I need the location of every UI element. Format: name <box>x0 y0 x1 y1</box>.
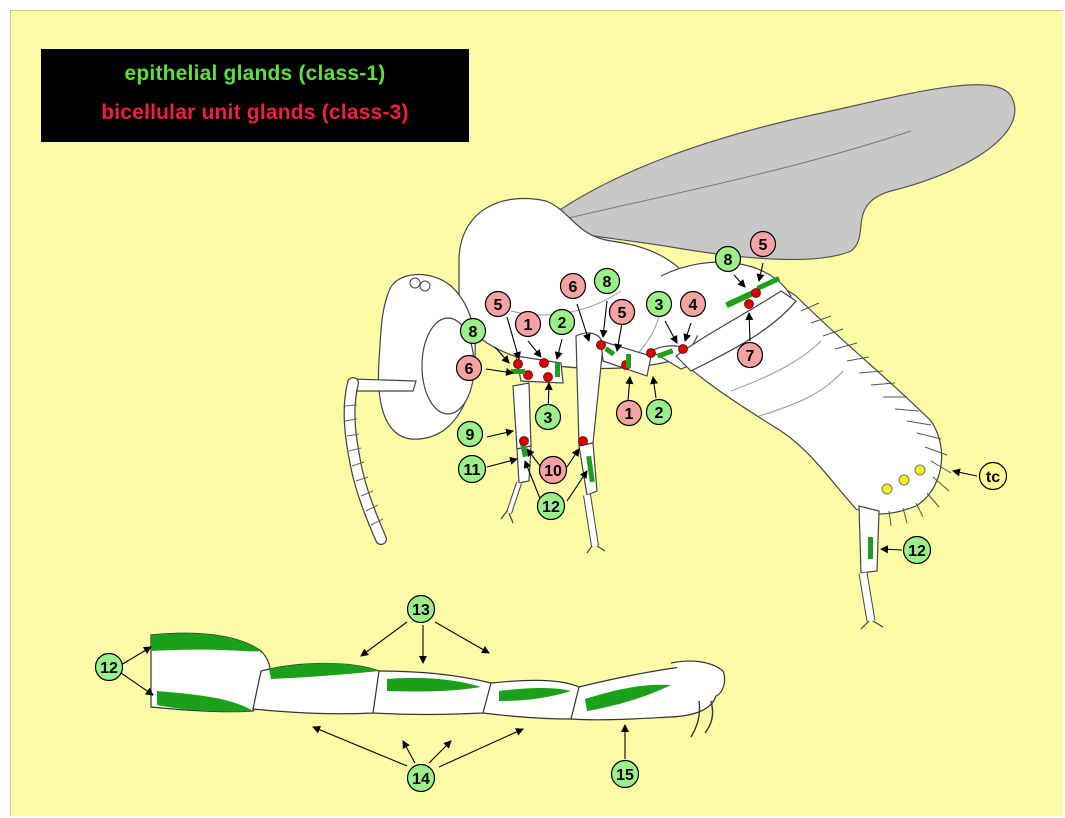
label-tarsus-12: 12 <box>96 654 123 681</box>
svg-text:5: 5 <box>759 237 768 254</box>
label-fl-2: 2 <box>550 310 575 335</box>
svg-text:10: 10 <box>544 463 562 480</box>
label-hl-8: 8 <box>716 247 741 272</box>
svg-text:13: 13 <box>412 602 430 619</box>
insect-diagram: 8 6 9 11 5 1 2 3 <box>11 11 1063 816</box>
svg-text:2: 2 <box>558 315 567 332</box>
label-ml-6: 6 <box>561 274 586 299</box>
label-tarsus-14: 14 <box>408 765 435 792</box>
svg-text:12: 12 <box>100 660 118 677</box>
label-ml-2: 2 <box>647 400 672 425</box>
label-head-5: 5 <box>486 292 511 317</box>
label-fl-12: 12 <box>538 493 565 520</box>
label-hl-4: 4 <box>681 292 706 317</box>
svg-text:14: 14 <box>412 771 430 788</box>
svg-text:4: 4 <box>689 297 698 314</box>
svg-text:9: 9 <box>466 427 475 444</box>
svg-text:8: 8 <box>469 324 478 341</box>
svg-text:3: 3 <box>655 297 664 314</box>
label-ml-1: 1 <box>617 401 642 426</box>
tarsus-enlarged <box>151 633 725 737</box>
label-fl-3: 3 <box>536 405 561 430</box>
label-head-6: 6 <box>457 356 482 381</box>
label-hl-12: 12 <box>904 537 931 564</box>
svg-text:1: 1 <box>625 406 634 423</box>
svg-text:5: 5 <box>494 297 503 314</box>
label-ml-8: 8 <box>595 269 620 294</box>
label-tarsus-13: 13 <box>408 596 435 623</box>
svg-text:6: 6 <box>465 361 474 378</box>
svg-text:12: 12 <box>908 543 926 560</box>
svg-text:1: 1 <box>524 317 533 334</box>
svg-text:12: 12 <box>542 499 560 516</box>
wing <box>541 85 1015 260</box>
label-ml-5: 5 <box>610 300 635 325</box>
label-hl-3: 3 <box>647 292 672 317</box>
head <box>345 275 475 539</box>
svg-text:5: 5 <box>618 305 627 322</box>
label-head-8: 8 <box>461 319 486 344</box>
label-fl-10: 10 <box>540 457 567 484</box>
label-hl-7: 7 <box>738 343 763 368</box>
svg-text:15: 15 <box>616 767 634 784</box>
label-hl-5: 5 <box>751 232 776 257</box>
svg-text:2: 2 <box>655 405 664 422</box>
diagram-canvas: epithelial glands (class-1) bicellular u… <box>10 10 1063 816</box>
label-head-9: 9 <box>458 422 483 447</box>
svg-text:8: 8 <box>724 252 733 269</box>
svg-text:11: 11 <box>464 462 481 479</box>
svg-text:3: 3 <box>544 410 553 427</box>
svg-text:tc: tc <box>986 469 1000 486</box>
svg-text:6: 6 <box>569 279 578 296</box>
svg-text:7: 7 <box>746 348 755 365</box>
svg-text:8: 8 <box>603 274 612 291</box>
label-tc: tc <box>980 463 1007 490</box>
label-tarsus-15: 15 <box>612 761 639 788</box>
label-head-11: 11 <box>459 456 486 483</box>
label-fl-1: 1 <box>516 312 541 337</box>
